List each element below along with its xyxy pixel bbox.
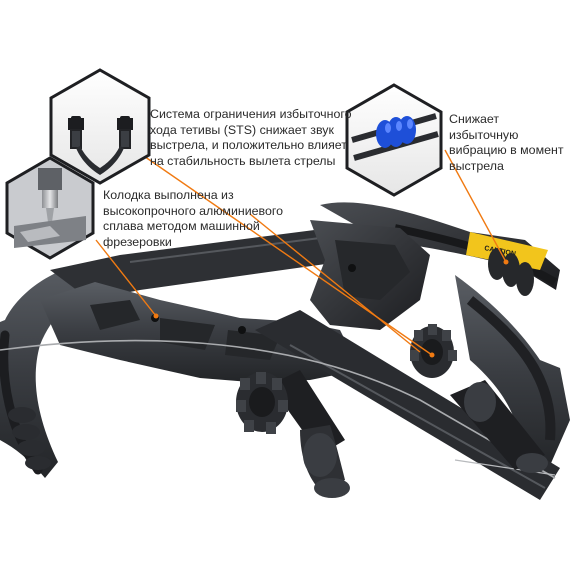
rod-stopper-right xyxy=(410,324,457,378)
leader-line-dampener xyxy=(444,149,507,263)
cnc-mill-icon xyxy=(5,156,95,260)
barrel xyxy=(255,310,560,500)
sts-callout-text: Система ограничения избыточного хода тет… xyxy=(150,107,352,168)
left-limb xyxy=(0,262,98,478)
riser-callout-text: Колодка выполнена из высокопрочного алюм… xyxy=(103,188,283,249)
sts-stoppers-icon xyxy=(49,68,151,185)
crossbow-photo: CAUTION xyxy=(0,202,570,500)
leader-line-riser-2 xyxy=(249,213,421,353)
right-limb xyxy=(320,202,560,290)
leader-line-riser xyxy=(95,239,157,317)
bow-string xyxy=(0,339,556,479)
rod-stopper-left xyxy=(236,372,288,434)
vibration-dampener-icon xyxy=(345,83,443,197)
riser-cutouts xyxy=(90,300,280,360)
dampener-callout-text: Снижает избыточную вибрацию в момент выс… xyxy=(449,112,564,173)
left-limb-grip xyxy=(8,407,51,470)
